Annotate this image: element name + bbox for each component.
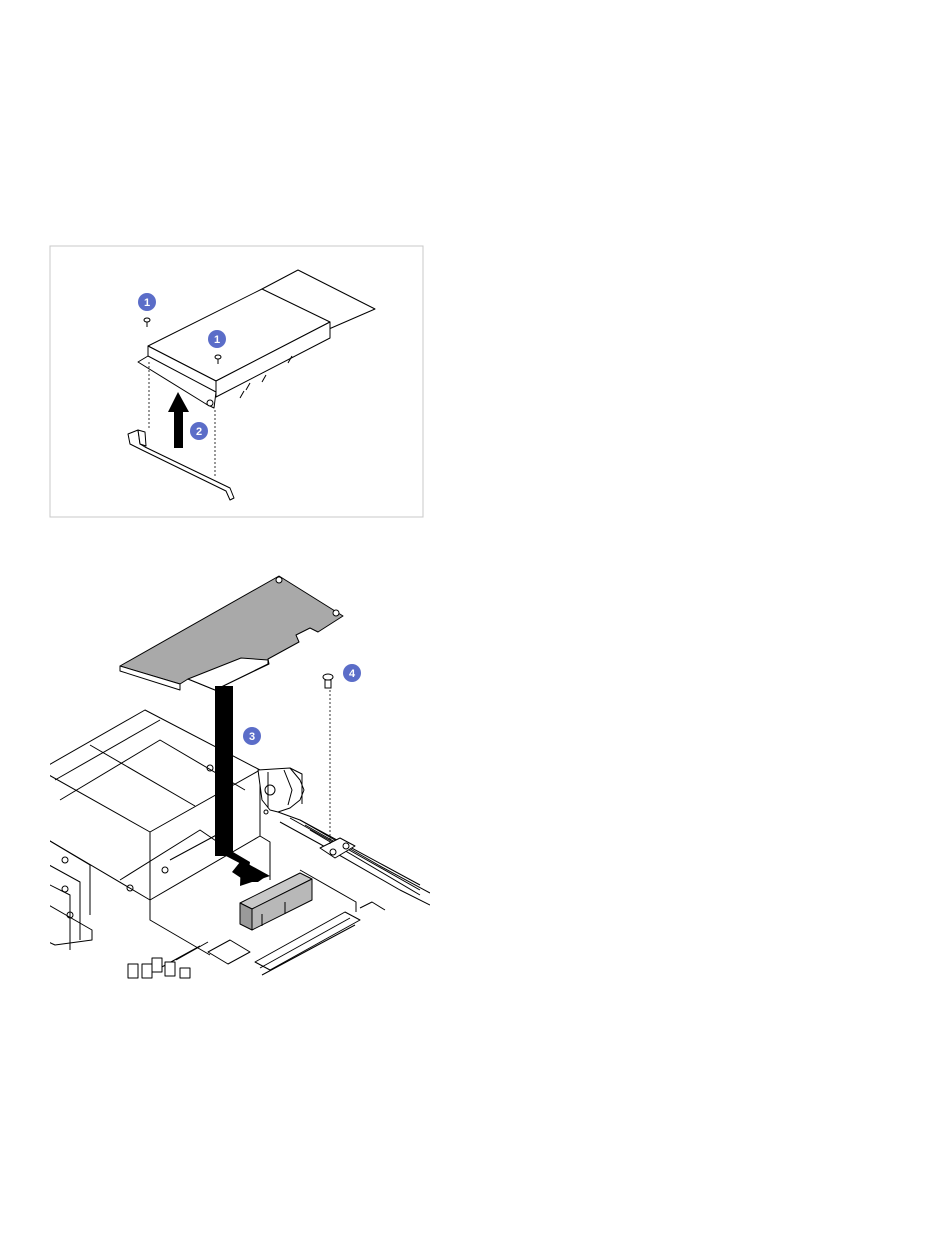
- adapter-card-gray: [120, 576, 343, 690]
- chip: [208, 940, 250, 964]
- card-mount-hole: [276, 577, 282, 583]
- callout-label: 4: [349, 668, 356, 680]
- callout-3: 3: [243, 727, 261, 745]
- callout-4: 4: [343, 664, 361, 682]
- chassis-assembly: [40, 710, 430, 978]
- arrow-head-tip: [240, 860, 270, 886]
- screw-mount: [320, 838, 355, 858]
- screw: [323, 674, 333, 688]
- screw-shaft: [325, 680, 331, 688]
- callout-label: 3: [249, 731, 255, 743]
- screw-head: [323, 674, 333, 680]
- card-mount-hole: [333, 610, 339, 616]
